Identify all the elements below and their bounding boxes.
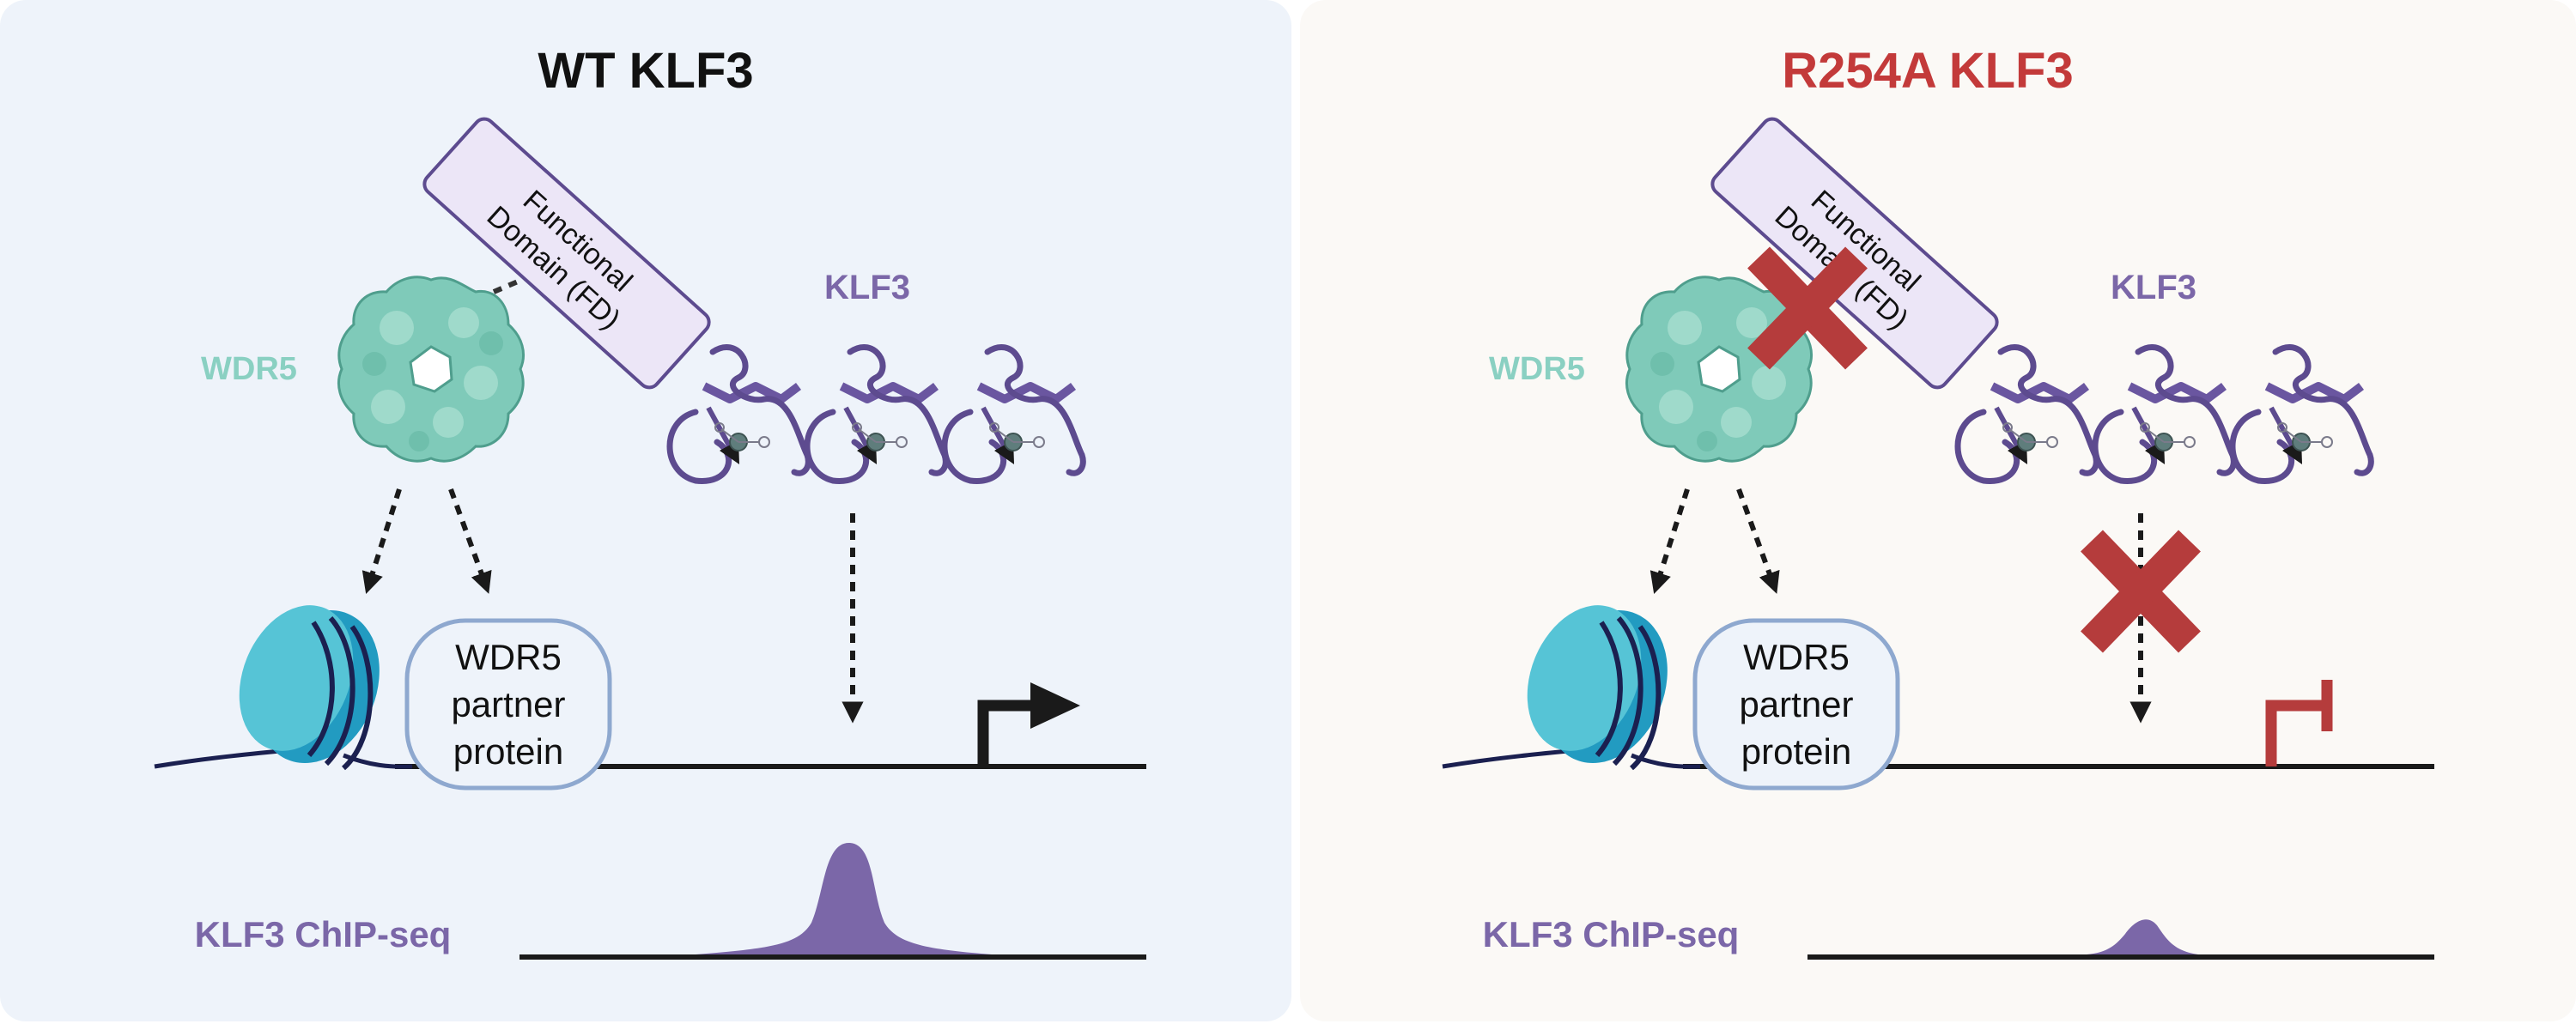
wdr5-label-mutant: WDR5 [1489,351,1585,387]
blocked-interaction-x-icon [1747,246,1868,370]
fd-wdr5-interaction-link [492,276,526,294]
partner-label-line3: protein [453,731,563,772]
chip-seq-peak-low [2087,919,2198,954]
wdr5-partner-protein-mutant [1692,618,1900,791]
partner-label-line2: partner [451,684,565,724]
klf3-label-mutant: KLF3 [2111,269,2196,306]
active-transcription-arrow-icon [977,682,1080,766]
chip-seq-peak-high [696,842,992,954]
wdr5-label: WDR5 [201,351,297,387]
partner-label-line1: WDR5 [455,637,562,677]
chip-seq-label: KLF3 ChIP-seq [195,914,452,954]
panel-mutant-title: R254A KLF3 [1782,43,2074,99]
chip-seq-label-mutant: KLF3 ChIP-seq [1483,914,1740,954]
partner-label-line1-mutant: WDR5 [1743,637,1850,677]
panel-wt-title: WT KLF3 [538,43,753,99]
wdr5-partner-protein [404,618,612,791]
wdr5-protein-icon [337,276,526,463]
klf3-label: KLF3 [824,269,910,306]
panel-mutant: R254A KLF3 Functional Domain (FD) WDR5 K… [1300,0,2576,1021]
nucleosome-icon [239,605,380,771]
panel-mutant-background [1300,0,2576,1021]
panel-wt-background [0,0,1291,1021]
partner-label-line3-mutant: protein [1741,731,1851,772]
partner-label-line2-mutant: partner [1739,684,1853,724]
blocked-binding-x-icon [2081,530,2201,653]
panel-wt: WT KLF3 Functional Domain (FD) WDR5 KLF3 [0,0,1291,1021]
repressed-transcription-icon [2265,680,2333,766]
nucleosome-icon-mutant [1527,605,1668,771]
